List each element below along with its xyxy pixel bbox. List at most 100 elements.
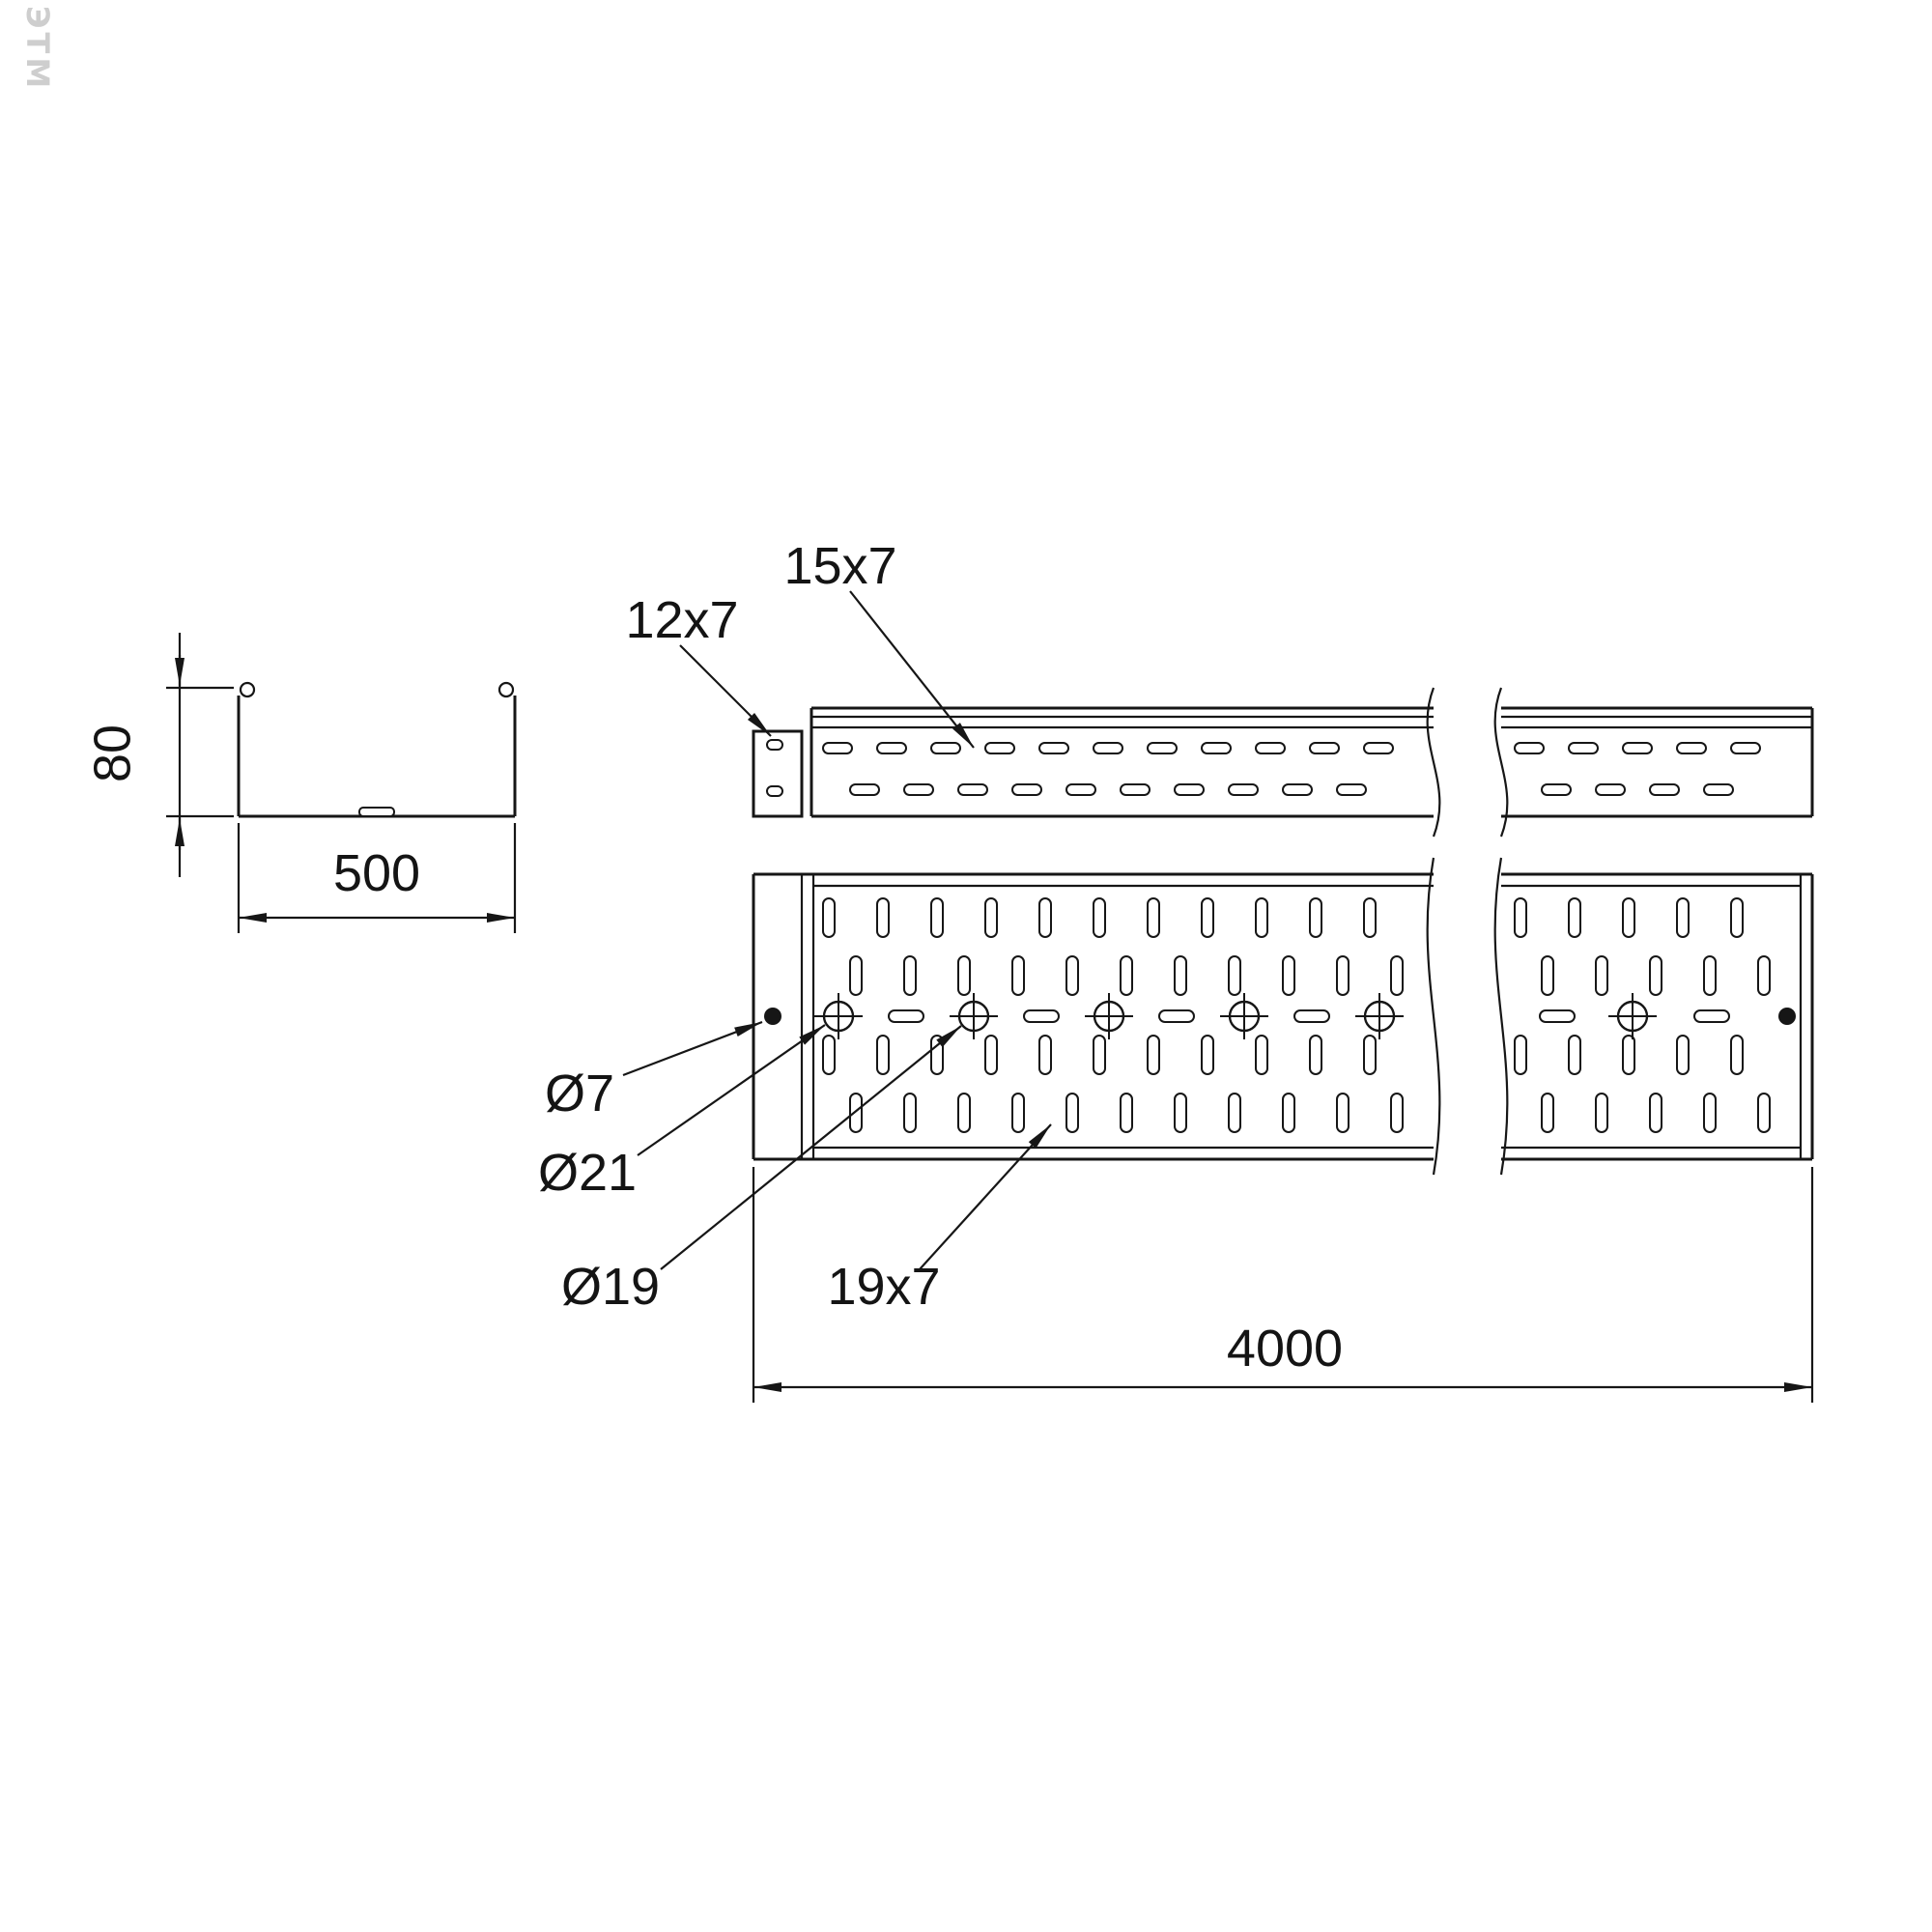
perforation-slot	[1568, 1035, 1581, 1075]
perforation-slot	[1676, 742, 1707, 754]
perforation-slot	[903, 783, 934, 796]
perforation-slot	[1011, 783, 1042, 796]
perforation-slot	[1539, 1009, 1576, 1023]
perforation-slot	[1649, 955, 1662, 996]
leader-line	[637, 1024, 826, 1156]
section-left-lip	[239, 681, 256, 698]
break-line	[1426, 857, 1441, 1176]
perforation-slot	[1093, 742, 1123, 754]
leader-line	[849, 590, 975, 749]
perforation-slot	[1363, 897, 1377, 938]
perforation-slot	[1120, 783, 1151, 796]
perforation-slot	[903, 955, 917, 996]
perforation-slot	[1147, 1035, 1160, 1075]
perforation-slot	[1282, 783, 1313, 796]
side-view: 12x7 15x7	[625, 537, 1814, 838]
perforation-slot	[1336, 1093, 1350, 1133]
perforation-slot	[1514, 742, 1545, 754]
perforation-slot	[1255, 742, 1286, 754]
perforation-slot	[822, 1035, 836, 1075]
perforation-slot	[1336, 783, 1367, 796]
perforation-slot	[1201, 897, 1214, 938]
cross-section-view: 80 500	[83, 633, 517, 933]
perforation-slot	[1390, 955, 1404, 996]
perforation-slot	[1703, 783, 1734, 796]
perforation-slot	[1595, 955, 1608, 996]
leader-line	[679, 644, 772, 737]
perforation-slot	[849, 955, 863, 996]
perforation-slot	[1174, 783, 1205, 796]
rivet-hole-d7	[764, 1008, 781, 1025]
perforation-slot	[1363, 742, 1394, 754]
perforation-slot	[1282, 955, 1295, 996]
perforation-slot	[1693, 1009, 1730, 1023]
perforation-slot	[822, 742, 853, 754]
perforation-slot	[1622, 1035, 1635, 1075]
side-slots-label: 15x7	[783, 537, 896, 595]
perforation-slot	[1730, 1035, 1744, 1075]
width-dimension-label: 500	[333, 844, 420, 902]
perforation-slot	[1514, 897, 1527, 938]
length-dimension-label: 4000	[1227, 1320, 1343, 1378]
section-right-lip	[497, 681, 515, 698]
perforation-slot	[1093, 897, 1106, 938]
perforation-slot	[1255, 897, 1268, 938]
perforation-slot	[1676, 1035, 1690, 1075]
perforation-slot	[1595, 783, 1626, 796]
perforation-slot	[1568, 742, 1599, 754]
side-view-perforations	[822, 742, 1761, 796]
perforation-slot	[1336, 955, 1350, 996]
rivet-hole-d7	[1778, 1008, 1796, 1025]
perforation-slot	[1309, 897, 1322, 938]
perforation-slot	[1309, 1035, 1322, 1075]
perforation-slot	[1595, 1093, 1608, 1133]
perforation-slot	[984, 742, 1015, 754]
height-dimension-label: 80	[83, 724, 141, 782]
perforation-slot	[1757, 1093, 1771, 1133]
perforation-slot	[1757, 955, 1771, 996]
perforation-slot	[984, 1035, 998, 1075]
perforation-slot	[1120, 955, 1133, 996]
perforation-slot	[1676, 897, 1690, 938]
leader-line	[919, 1123, 1052, 1270]
tray-slots-label: 19x7	[827, 1258, 940, 1316]
leader-line	[622, 1020, 763, 1077]
perforation-slot	[1228, 1093, 1241, 1133]
connector-plate-side	[752, 729, 804, 818]
perforation-slot	[1120, 1093, 1133, 1133]
perforation-slot	[1649, 783, 1680, 796]
leader-line	[660, 1025, 962, 1270]
break-line	[1493, 687, 1509, 838]
perforation-slot	[1622, 742, 1653, 754]
perforation-slot	[876, 897, 890, 938]
perforation-slot	[1201, 1035, 1214, 1075]
perforation-slot	[1390, 1093, 1404, 1133]
perforation-slot	[1309, 742, 1340, 754]
perforation-slot	[984, 897, 998, 938]
perforation-slot	[1622, 897, 1635, 938]
perforation-slot	[1703, 955, 1717, 996]
perforation-slot	[1174, 955, 1187, 996]
perforation-slot	[1363, 1035, 1377, 1075]
perforation-slot	[1514, 1035, 1527, 1075]
perforation-slot	[888, 1009, 924, 1023]
plate-holes-label: 12x7	[625, 591, 738, 649]
dimension-500: 500	[237, 823, 517, 933]
break-line	[1493, 857, 1509, 1176]
d7-label: Ø7	[545, 1065, 614, 1122]
perforation-slot	[1147, 897, 1160, 938]
perforation-slot	[1011, 955, 1025, 996]
perforation-slot	[1703, 1093, 1717, 1133]
section-bottom-slot	[358, 807, 395, 817]
d21-label: Ø21	[538, 1144, 637, 1202]
perforation-slot	[1541, 783, 1572, 796]
break-line	[1426, 687, 1441, 838]
perforation-slot	[876, 1035, 890, 1075]
perforation-slot	[903, 1093, 917, 1133]
dimension-4000: 4000	[752, 1167, 1814, 1403]
perforation-slot	[1568, 897, 1581, 938]
perforation-slot	[1174, 1093, 1187, 1133]
top-view-mounting-holes	[814, 993, 1657, 1039]
